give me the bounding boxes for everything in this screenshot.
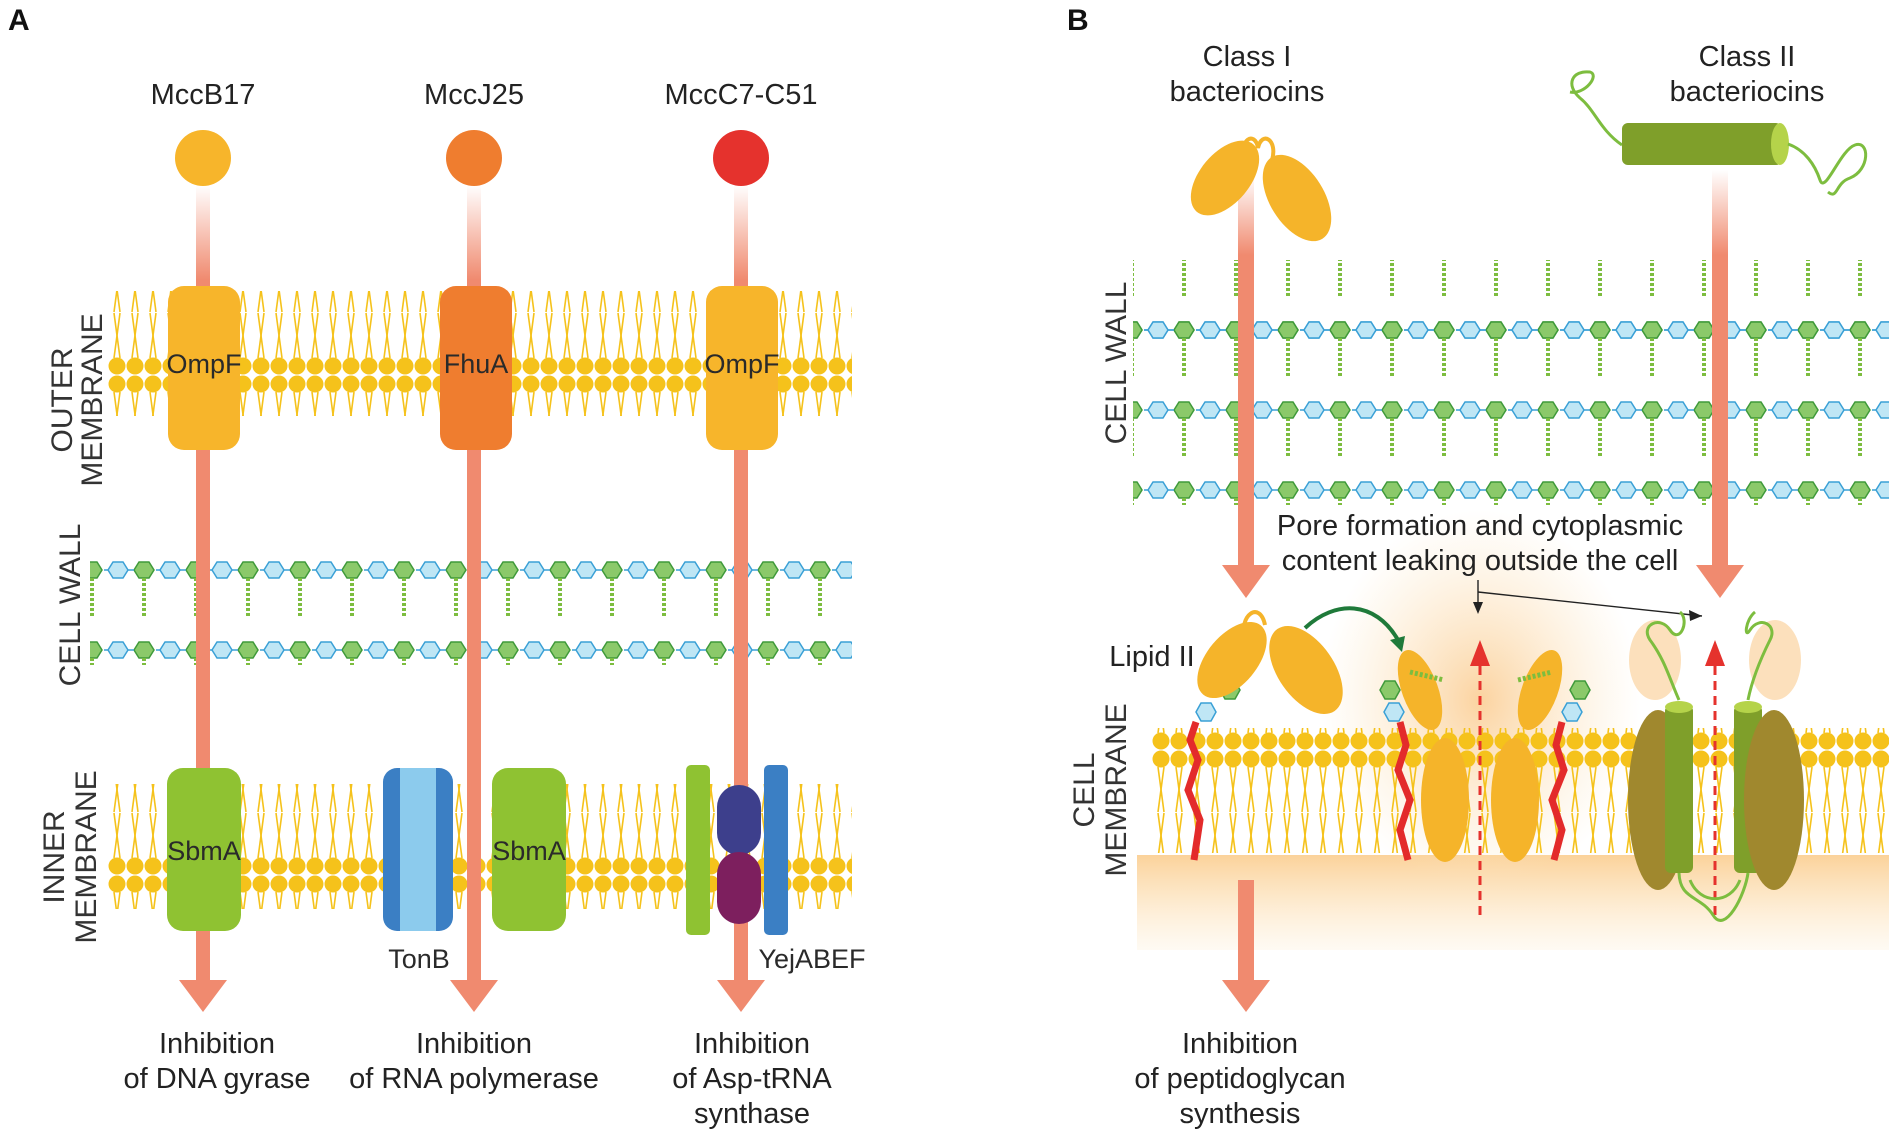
class1-label-line2: bacteriocins [1170,76,1325,108]
class2-pore-complex [1628,610,1804,922]
leakage-arrow-class2 [1705,640,1725,915]
class1-arrow-head [1222,565,1270,598]
class1-bound-bacteriocin [1197,610,1343,714]
mccj25-arrow-shaft [467,280,481,980]
binding-curved-arrow [1303,606,1405,652]
ompf-label-2: OmpF [704,349,779,379]
class2-label-line1: Class II [1699,41,1796,73]
pathway-mccb17: MccB17 OmpF SbmA Inhibition of DNA gyras… [124,79,311,1095]
mccj25-result-line2: of RNA polymerase [349,1063,599,1095]
yejabef-transporter [686,765,788,935]
fhua-protein [440,286,512,450]
inner-membrane-label-line1: INNER [38,810,71,903]
mccc7-molecule [713,130,769,186]
cell-wall-label-a: CELL WALL [54,524,87,687]
class1-bacteriocin-pathway: Class I bacteriocins [1170,41,1332,1012]
class1-lower-arrow [1238,880,1254,980]
class2-label-line2: bacteriocins [1670,76,1825,108]
mccc7-result-line1: Inhibition [694,1028,810,1060]
panel-b-letter: B [1067,4,1089,37]
leakage-arrow-class1 [1470,640,1490,915]
class2-arrow-head [1696,565,1744,598]
fhua-label: FhuA [444,349,509,379]
class2-cylinder-cap [1771,123,1789,165]
class1-pore-complex [1379,650,1591,862]
class1-label-line1: Class I [1203,41,1292,73]
mccc7-result-line2: of Asp-tRNA [672,1063,832,1095]
pathway-mccc7-c51: MccC7-C51 OmpF YejABEF Inhibition of Asp… [664,79,865,1130]
cell-membrane-label-line1: CELL [1068,752,1101,827]
tonb-protein [383,768,453,931]
mccb17-molecule [175,130,231,186]
sbma-label-2: SbmA [492,836,566,866]
pore-label-line1: Pore formation and cytoplasmic [1277,510,1683,542]
mccj25-arrow-fade [467,185,481,280]
tonb-label: TonB [388,944,450,974]
class2-tail-right [1787,142,1868,196]
mccc7-arrow-head [717,980,765,1012]
lipid-ii-label: Lipid II [1109,641,1194,673]
mccj25-molecule [446,130,502,186]
class1-bacteriocin-molecule [1190,136,1332,242]
cell-membrane-label-line2: MEMBRANE [1100,703,1133,876]
mccc7-arrow-fade [734,185,748,280]
sbma-protein-2 [492,768,566,931]
mccj25-arrow-head [450,980,498,1012]
mccc7-label: MccC7-C51 [664,79,817,111]
inner-membrane-label-line2: MEMBRANE [70,770,103,943]
class2-arrow-shaft [1712,255,1728,565]
yejabef-label: YejABEF [758,944,865,974]
mccb17-label: MccB17 [151,79,256,111]
mccb17-result-line2: of DNA gyrase [124,1063,311,1095]
panel-b-result-line1: Inhibition [1182,1028,1298,1060]
mccc7-result-line3: synthase [694,1098,810,1130]
class1-arrow-shaft [1238,255,1254,565]
class2-tail-left [1569,70,1623,147]
mccj25-result-line1: Inhibition [416,1028,532,1060]
panel-b-result-line2: of peptidoglycan [1134,1063,1345,1095]
pore-label-line2: content leaking outside the cell [1282,545,1679,577]
outer-membrane-label-line1: OUTER [46,348,79,453]
class2-arrow-fade [1712,170,1728,255]
cell-wall-label-b: CELL WALL [1100,282,1133,445]
panel-b-result-line3: synthesis [1180,1098,1301,1130]
ompf-protein-2 [706,286,778,450]
mccb17-result-line1: Inhibition [159,1028,275,1060]
class1-lower-arrow-head [1222,980,1270,1012]
sbma-protein-1 [167,768,241,931]
sbma-label-1: SbmA [167,836,241,866]
pathway-mccj25: MccJ25 FhuA TonB SbmA Inhibition of RNA … [349,79,599,1095]
mccb17-arrow-fade [196,185,210,280]
outer-membrane-label-line2: MEMBRANE [76,313,109,486]
panel-a-letter: A [8,4,30,37]
class2-cylinder [1622,123,1782,165]
pore-label-pointers [1473,580,1703,621]
class2-bacteriocin-pathway: Class II bacteriocins [1569,41,1868,598]
mccj25-label: MccJ25 [424,79,524,111]
mccb17-arrow-head [179,980,227,1012]
ompf-protein-1 [168,286,240,450]
panel-b-cell-wall-row4 [1133,440,1889,505]
ompf-label-1: OmpF [166,349,241,379]
